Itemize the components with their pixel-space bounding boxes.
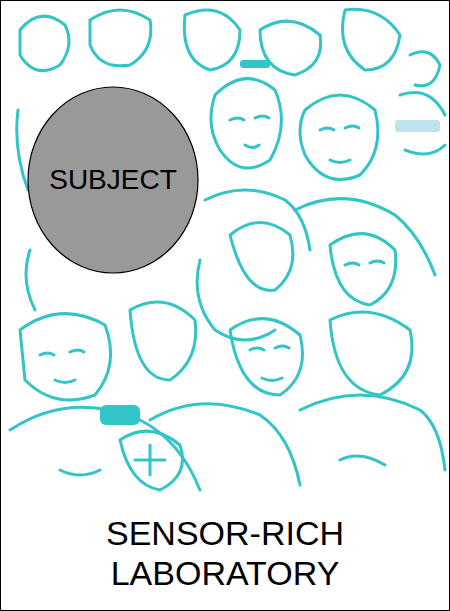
subject-ellipse: SUBJECT <box>27 86 199 274</box>
region-label: SENSOR-RICH LABORATORY <box>25 513 425 593</box>
node-label: SUBJECT <box>49 164 177 196</box>
ellipse-shape <box>28 87 198 273</box>
